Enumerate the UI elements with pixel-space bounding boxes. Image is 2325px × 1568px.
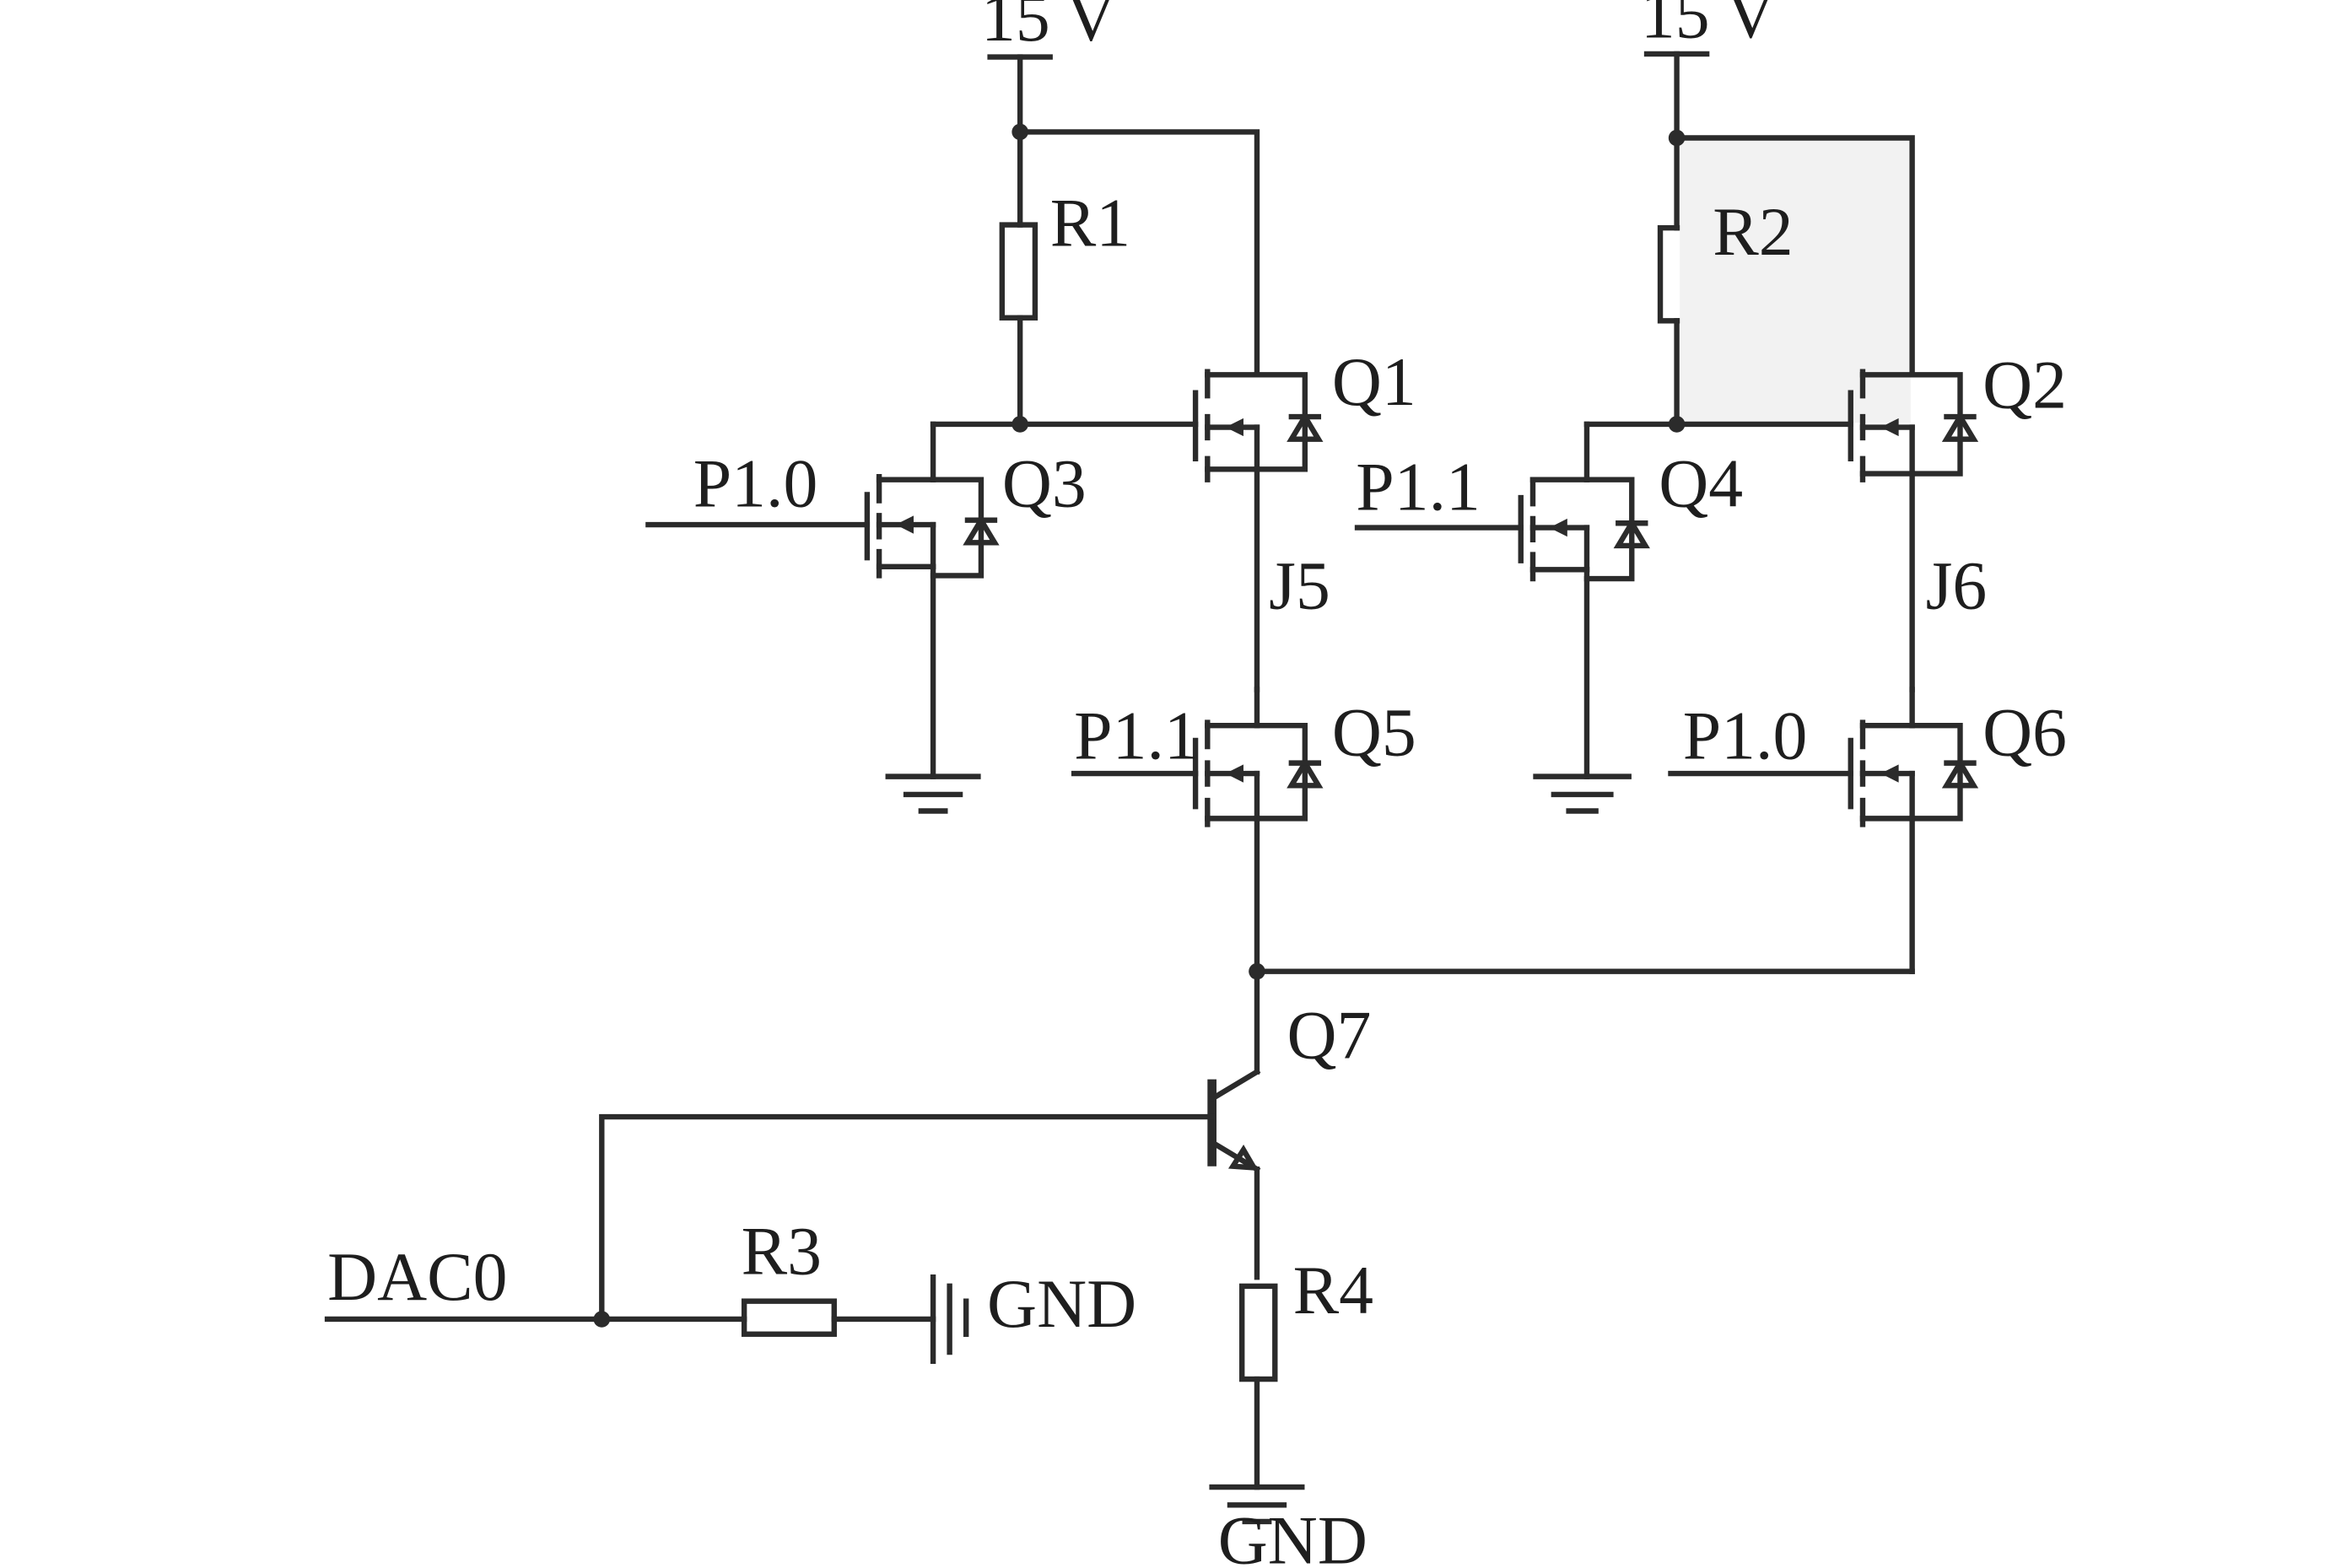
ground-q4	[1533, 773, 1632, 814]
resistor-label: R4	[1293, 1252, 1373, 1328]
supply-label: 15 V	[981, 0, 1116, 56]
junction-dot	[1668, 129, 1686, 147]
mosfet-q6	[1668, 687, 1979, 974]
supply-label: 15 V	[1641, 0, 1776, 52]
junction-dot	[1249, 962, 1265, 980]
transistor-label: Q5	[1332, 694, 1416, 771]
junction-dot	[1011, 416, 1028, 433]
supply-15v-left	[987, 54, 1053, 135]
transistor-label: Q4	[1659, 445, 1743, 522]
net-label: P1.1	[1356, 448, 1481, 525]
jumper-label: J5	[1269, 547, 1330, 624]
resistor-r4	[1238, 1283, 1278, 1490]
ground-label: GND	[1218, 1502, 1367, 1568]
ground-r3	[930, 1274, 969, 1364]
junction-dot	[1011, 123, 1028, 141]
wire-q1-supply	[1017, 129, 1260, 378]
mosfet-q3	[645, 421, 1000, 779]
resistor-label: R1	[1050, 184, 1130, 261]
junction-dot	[1668, 416, 1686, 433]
net-label: P1.0	[1683, 697, 1808, 773]
transistor-label: Q7	[1287, 997, 1372, 1074]
jumper-label: J6	[1926, 547, 1988, 624]
wire-dac0-base	[324, 1113, 1215, 1323]
junction-dot	[593, 1311, 611, 1328]
resistor-label: R2	[1713, 193, 1793, 270]
mosfet-q2	[1583, 369, 1979, 692]
transistor-label: Q1	[1332, 343, 1416, 420]
wire-common-node	[1254, 968, 1915, 1075]
mosfet-q5	[1071, 687, 1324, 974]
supply-15v-right	[1643, 51, 1710, 141]
net-label: DAC0	[327, 1238, 507, 1315]
ground-bottom	[1209, 1484, 1305, 1525]
transistor-label: Q6	[1982, 694, 2067, 771]
ground-q3	[885, 773, 981, 814]
transistor-label: Q2	[1982, 346, 2067, 423]
net-label: P1.0	[693, 445, 818, 522]
resistor-r3	[741, 1298, 936, 1337]
mosfet-q1	[930, 369, 1324, 692]
wire-q2-supply	[1674, 135, 1915, 423]
net-label: P1.1	[1074, 697, 1199, 773]
resistor-label: R3	[742, 1213, 822, 1290]
transistor-q7	[1207, 1068, 1261, 1280]
resistor-r1	[999, 129, 1038, 428]
mosfet-q4	[1354, 421, 1650, 779]
transistor-label: Q3	[1002, 445, 1087, 522]
ground-label: GND	[987, 1265, 1136, 1342]
